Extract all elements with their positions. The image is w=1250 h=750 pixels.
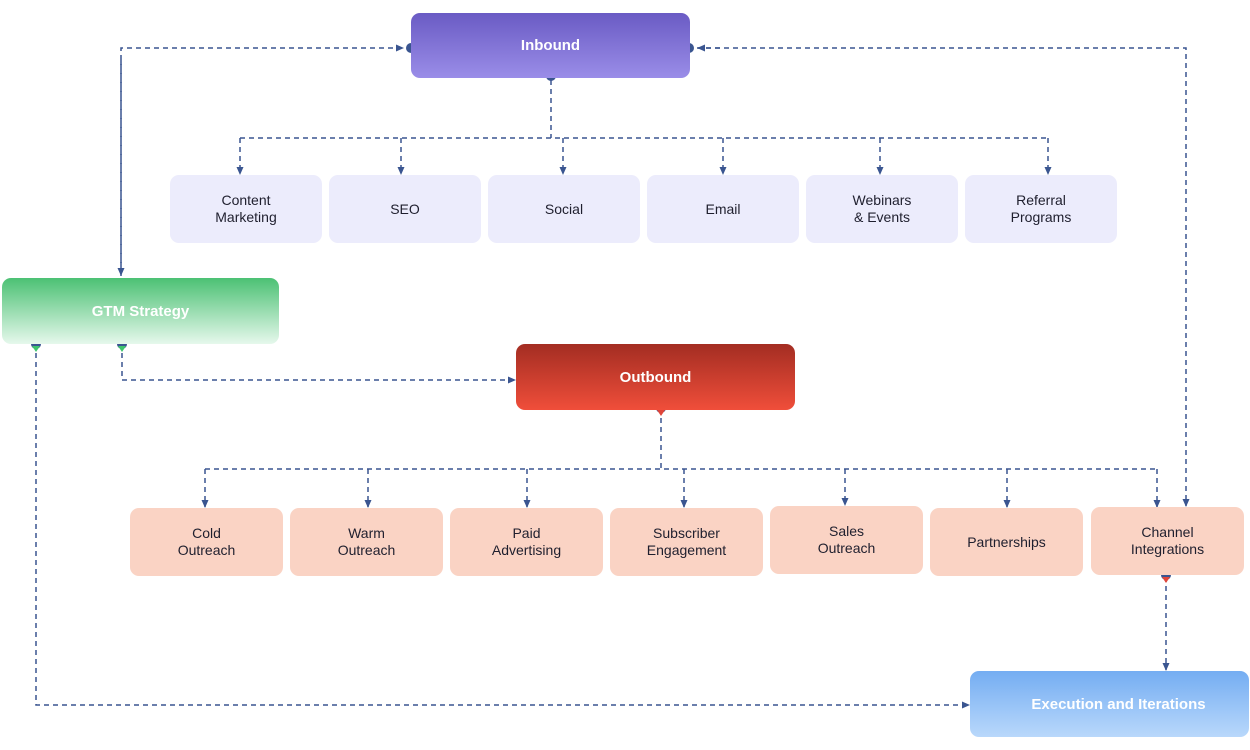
outbound-channel-cold-outreach[interactable]: Cold Outreach (130, 508, 283, 576)
connector-tip-outbound-bottom (657, 410, 665, 416)
outbound-channel-label: Channel Integrations (1130, 524, 1205, 557)
inbound-channel-label: Referral Programs (1010, 192, 1072, 225)
outbound-channel-label: Paid Advertising (491, 525, 562, 558)
inbound-channel-label: Email (705, 200, 741, 217)
outbound-channel-label: Sales Outreach (817, 523, 876, 556)
inbound-channel-label: Webinars & Events (852, 192, 912, 225)
inbound-channel-seo[interactable]: SEO (329, 175, 481, 243)
outbound-node[interactable]: Outbound (516, 344, 795, 410)
outbound-channel-subscriber-engagement[interactable]: Subscriber Engagement (610, 508, 763, 576)
inbound-channel-label: Social (544, 200, 584, 217)
connector-gtm-execution (35, 344, 970, 709)
execution-node[interactable]: Execution and Iterations (970, 671, 1249, 737)
outbound-channel-paid-advertising[interactable]: Paid Advertising (450, 508, 603, 576)
gtm-strategy-node[interactable]: GTM Strategy (2, 278, 279, 344)
connector-tip-gtm-left (32, 346, 40, 352)
inbound-channel-email[interactable]: Email (647, 175, 799, 243)
inbound-channel-referral-programs[interactable]: Referral Programs (965, 175, 1117, 243)
gtm-strategy-label: GTM Strategy (91, 302, 190, 320)
inbound-channel-label: Content Marketing (215, 192, 277, 225)
connector-inbound-right (688, 47, 1190, 507)
outbound-channel-warm-outreach[interactable]: Warm Outreach (290, 508, 443, 576)
connector-tip-channel-bottom (1162, 577, 1170, 583)
outbound-channel-label: Cold Outreach (177, 525, 236, 558)
outbound-channel-label: Partnerships (967, 533, 1046, 550)
inbound-channel-social[interactable]: Social (488, 175, 640, 243)
inbound-node[interactable]: Inbound (411, 13, 690, 78)
connector-tip-gtm-right (118, 346, 126, 352)
outbound-channel-label: Subscriber Engagement (646, 525, 727, 558)
outbound-label: Outbound (619, 368, 692, 386)
inbound-channel-content-marketing[interactable]: Content Marketing (170, 175, 322, 243)
inbound-channel-label: SEO (390, 200, 420, 217)
outbound-channel-channel-integrations[interactable]: Channel Integrations (1091, 507, 1244, 575)
connector-gtm-outbound (121, 344, 516, 384)
inbound-channel-webinars-events[interactable]: Webinars & Events (806, 175, 958, 243)
inbound-label: Inbound (520, 37, 581, 54)
outbound-channel-label: Warm Outreach (337, 525, 396, 558)
execution-label: Execution and Iterations (1031, 695, 1206, 713)
outbound-channel-partnerships[interactable]: Partnerships (930, 508, 1083, 576)
outbound-channel-sales-outreach[interactable]: Sales Outreach (770, 506, 923, 574)
